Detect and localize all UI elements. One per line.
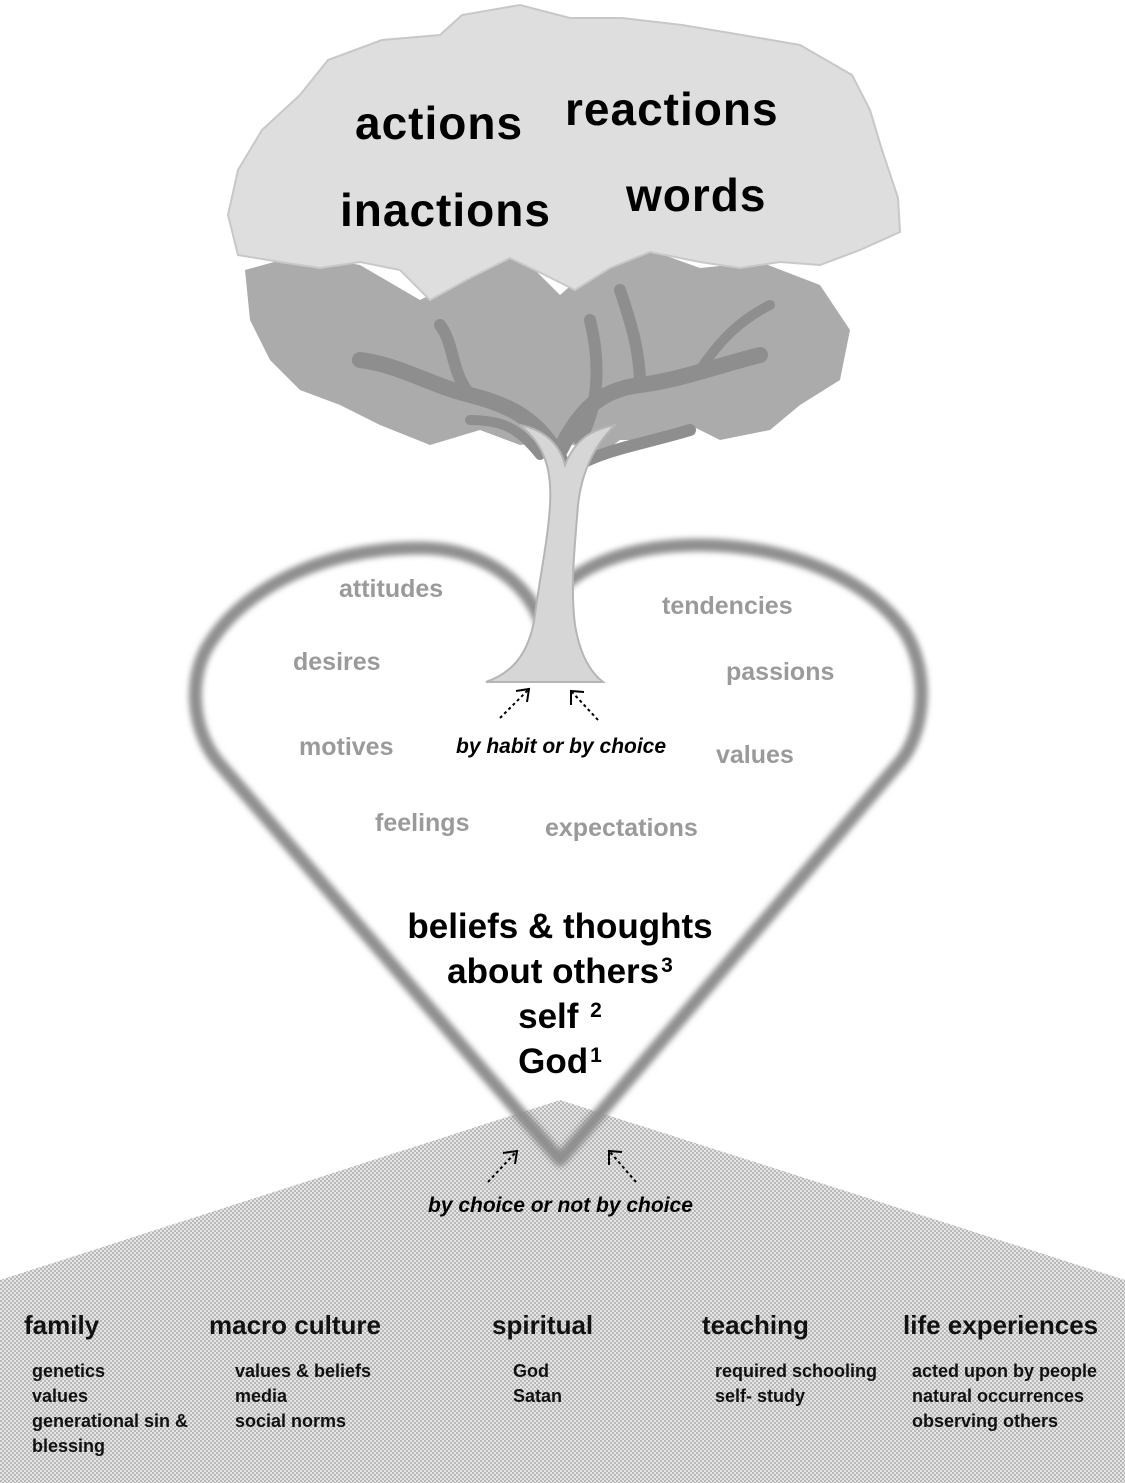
canopy-lower-foliage [245, 250, 850, 455]
core-others-sup: 3 [661, 954, 673, 977]
root-arrows [499, 687, 599, 721]
core-self-text: self [518, 997, 579, 1036]
source-title-macro-culture: macro culture [209, 1310, 381, 1340]
heart-word-values: values [716, 741, 794, 769]
core-line-god: God1 [360, 1039, 760, 1084]
source-item: acted upon by people [912, 1361, 1098, 1381]
source-item: Satan [513, 1386, 563, 1406]
core-line-others: about others3 [360, 949, 760, 994]
source-title-life-experiences: life experiences [903, 1310, 1099, 1340]
source-item: values & beliefs [235, 1361, 372, 1381]
source-item: social norms [235, 1411, 347, 1431]
core-line-beliefs: beliefs & thoughts [407, 907, 713, 946]
source-item: required schooling [715, 1361, 878, 1381]
source-title-family: family [24, 1310, 100, 1340]
source-items-spiritual: God Satan [513, 1359, 562, 1409]
base-choice-note: by choice or not by choice [428, 1194, 693, 1217]
source-title-spiritual: spiritual [492, 1310, 594, 1340]
source-item: God [513, 1361, 549, 1381]
source-item: observing others [912, 1411, 1059, 1431]
source-items-life-experiences: acted upon by people natural occurrences… [912, 1359, 1097, 1434]
heart-word-tendencies: tendencies [662, 592, 793, 620]
heart-word-attitudes: attitudes [339, 575, 444, 603]
core-line-self: self 2 [360, 994, 760, 1039]
source-item: blessing [32, 1436, 106, 1456]
source-item: genetics [32, 1361, 106, 1381]
core-god-sup: 1 [590, 1044, 602, 1067]
canopy-word-actions: actions [355, 97, 524, 149]
source-item: values [32, 1386, 89, 1406]
base-arrows [487, 1149, 637, 1183]
source-items-teaching: required schooling self- study [715, 1359, 877, 1409]
source-items-family: genetics values generational sin & bless… [32, 1359, 188, 1459]
sources-ground [0, 1100, 1125, 1483]
source-title-teaching: teaching [702, 1310, 809, 1340]
source-item: self- study [715, 1386, 806, 1406]
canopy-word-inactions: inactions [340, 184, 551, 236]
heart-word-passions: passions [726, 658, 835, 686]
heart-word-desires: desires [293, 648, 381, 676]
source-item: generational sin & [32, 1411, 189, 1431]
source-item: media [235, 1386, 288, 1406]
heart-word-feelings: feelings [375, 809, 470, 837]
canopy-word-reactions: reactions [565, 83, 779, 135]
core-self-sup: 2 [590, 999, 602, 1022]
canopy-word-words: words [626, 169, 767, 221]
core-beliefs: beliefs & thoughts about others3 self 2 … [360, 904, 760, 1084]
source-items-macro-culture: values & beliefs media social norms [235, 1359, 371, 1434]
core-others-text: about others [447, 952, 660, 991]
core-god-text: God [518, 1042, 589, 1081]
tree-trunk [485, 423, 619, 683]
source-item: natural occurrences [912, 1386, 1085, 1406]
habit-choice-note: by habit or by choice [456, 735, 667, 758]
heart-word-expectations: expectations [545, 814, 698, 842]
heart-word-motives: motives [299, 733, 394, 761]
canopy-upper-foliage [226, 3, 902, 302]
